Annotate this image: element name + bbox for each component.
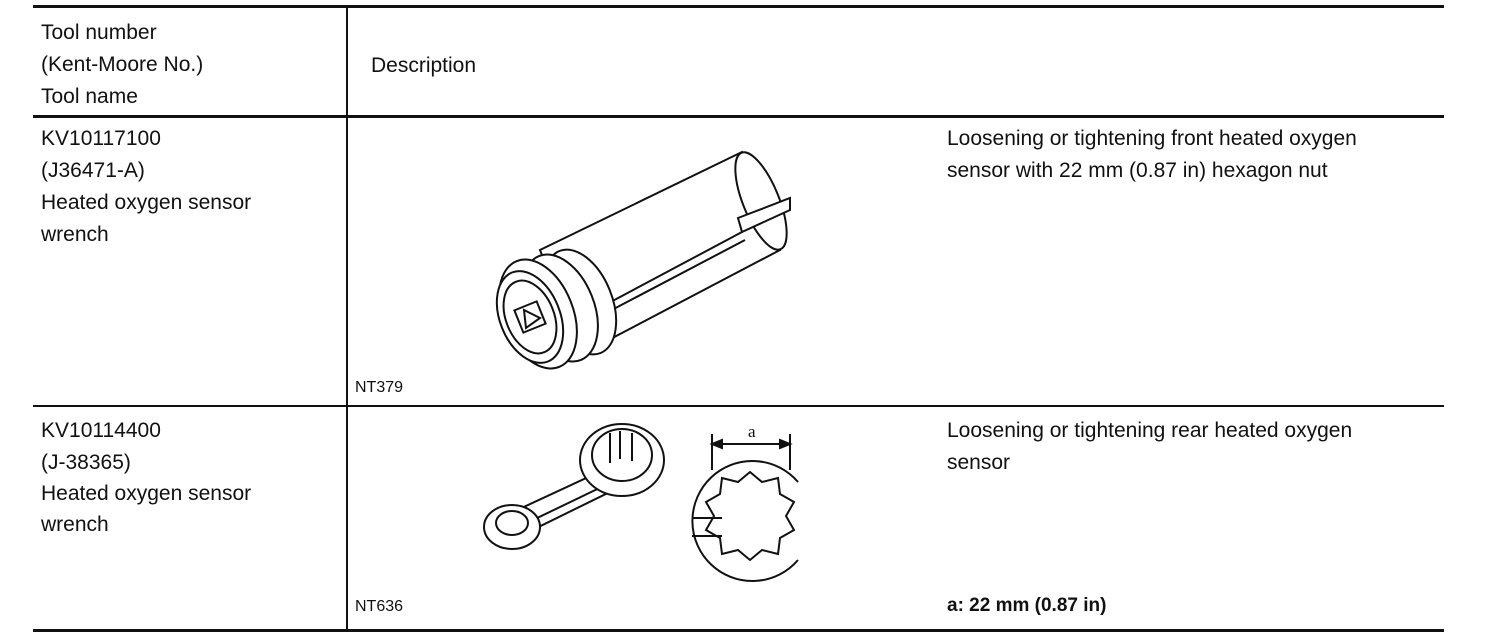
ring-detail-diagram — [691, 434, 799, 582]
row1-tool-number: KV10117100 — [41, 127, 161, 150]
header-kent-moore: (Kent-Moore No.) — [41, 53, 204, 76]
header-tool-name: Tool name — [41, 85, 138, 108]
row1-desc-line2: sensor with 22 mm (0.87 in) hexagon nut — [947, 159, 1328, 182]
row2-desc-line1: Loosening or tightening rear heated oxyg… — [947, 419, 1353, 442]
header-tool-number: Tool number — [41, 21, 157, 44]
ring-wrench-illustration — [483, 423, 665, 550]
dimension-label-a: a — [748, 422, 756, 441]
row1-desc-line1: Loosening or tightening front heated oxy… — [947, 127, 1357, 150]
row1-name-line2: wrench — [41, 223, 109, 246]
header-bottom-rule — [33, 115, 1444, 118]
row2-figure-code: NT636 — [355, 598, 404, 615]
column-divider — [346, 6, 348, 632]
socket-wrench-illustration — [495, 150, 791, 370]
row1-name-line1: Heated oxygen sensor — [41, 191, 252, 214]
row2-name-line2: wrench — [41, 513, 109, 536]
table-bottom-rule — [33, 629, 1444, 632]
row2-name-line1: Heated oxygen sensor — [41, 482, 252, 505]
row2-tool-number: KV10114400 — [41, 419, 161, 442]
row1-figure-code: NT379 — [355, 379, 404, 396]
row2-desc-line2: sensor — [947, 451, 1011, 474]
row-divider-rule — [33, 405, 1444, 407]
row1-kent-moore: (J36471-A) — [41, 159, 145, 182]
row2-kent-moore: (J-38365) — [41, 451, 131, 474]
table-top-rule — [33, 5, 1444, 8]
header-description: Description — [371, 54, 477, 77]
row2-spec: a: 22 mm (0.87 in) — [947, 595, 1107, 616]
